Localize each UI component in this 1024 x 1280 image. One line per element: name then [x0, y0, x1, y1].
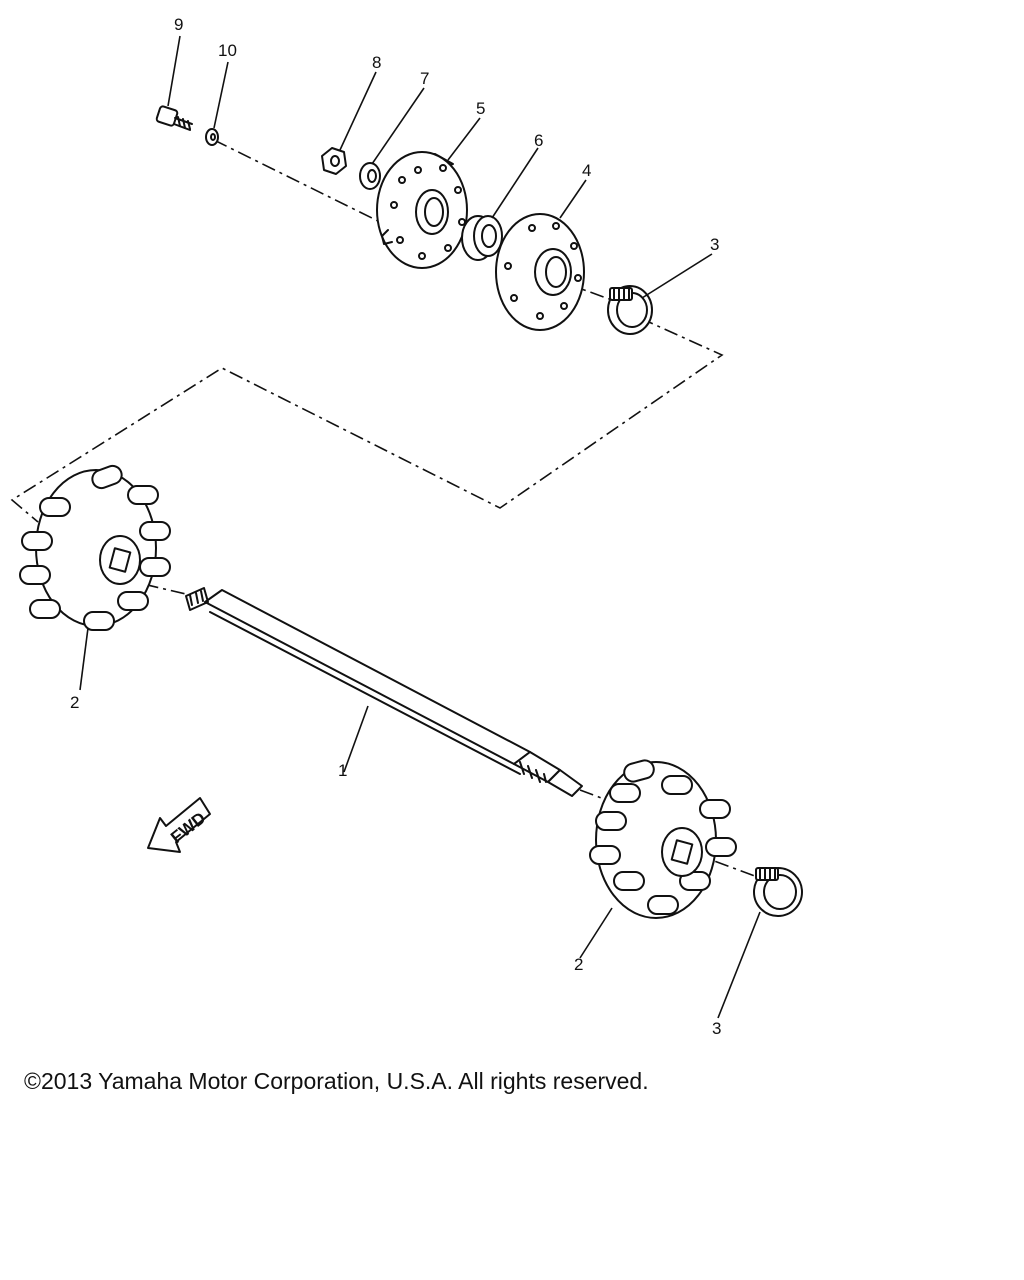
bearing-housing-part — [376, 151, 468, 269]
callout-outer-flange: 4 — [582, 161, 591, 180]
sprocket-left-part — [19, 464, 171, 631]
bearing-part — [461, 215, 503, 261]
lock-washer-part — [205, 128, 219, 146]
sprocket-right-part — [589, 759, 737, 919]
leader-lines — [79, 35, 761, 1019]
callout-shaft: 1 — [338, 761, 347, 780]
shaft-part — [185, 587, 583, 797]
parts-diagram: FWD 9 10 8 7 5 6 4 3 2 1 2 3 — [10, 15, 803, 1038]
washer-part — [359, 162, 381, 190]
outer-flange-part — [495, 213, 585, 331]
callout-labels: 9 10 8 7 5 6 4 3 2 1 2 3 — [70, 15, 721, 1038]
callout-bearing-housing: 5 — [476, 99, 485, 118]
callout-bearing: 6 — [534, 131, 543, 150]
nut-part — [321, 147, 347, 175]
callout-clamp-bottom: 3 — [712, 1019, 721, 1038]
callout-nut: 8 — [372, 53, 381, 72]
callout-bolt: 9 — [174, 15, 183, 34]
callout-clamp-top: 3 — [710, 235, 719, 254]
callout-sprocket-right: 2 — [574, 955, 583, 974]
fwd-arrow-icon: FWD — [147, 797, 211, 853]
callout-sprocket-left: 2 — [70, 693, 79, 712]
callout-washer: 7 — [420, 69, 429, 88]
bolt-part — [155, 105, 193, 131]
callout-lock-washer: 10 — [218, 41, 237, 60]
copyright-notice: ©2013 Yamaha Motor Corporation, U.S.A. A… — [24, 1068, 649, 1094]
clamp-bottom-part — [753, 867, 803, 917]
clamp-top-part — [607, 285, 653, 335]
